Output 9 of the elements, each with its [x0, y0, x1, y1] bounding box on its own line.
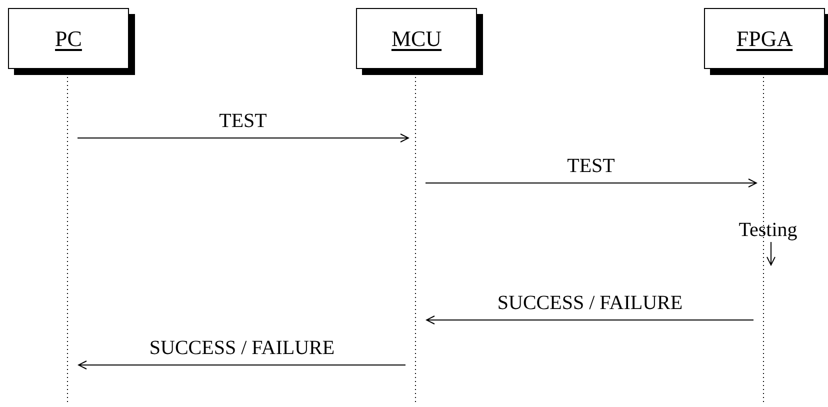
message-arrow: [766, 242, 776, 266]
message-arrow: [426, 316, 754, 324]
activity-label: Testing: [738, 218, 798, 242]
message-arrow: [425, 178, 757, 188]
participant-name: PC: [55, 26, 82, 52]
participant-name: MCU: [391, 26, 442, 52]
message-arrow: [78, 360, 406, 370]
message-arrow: [77, 134, 409, 142]
participant-name: FPGA: [736, 26, 793, 52]
